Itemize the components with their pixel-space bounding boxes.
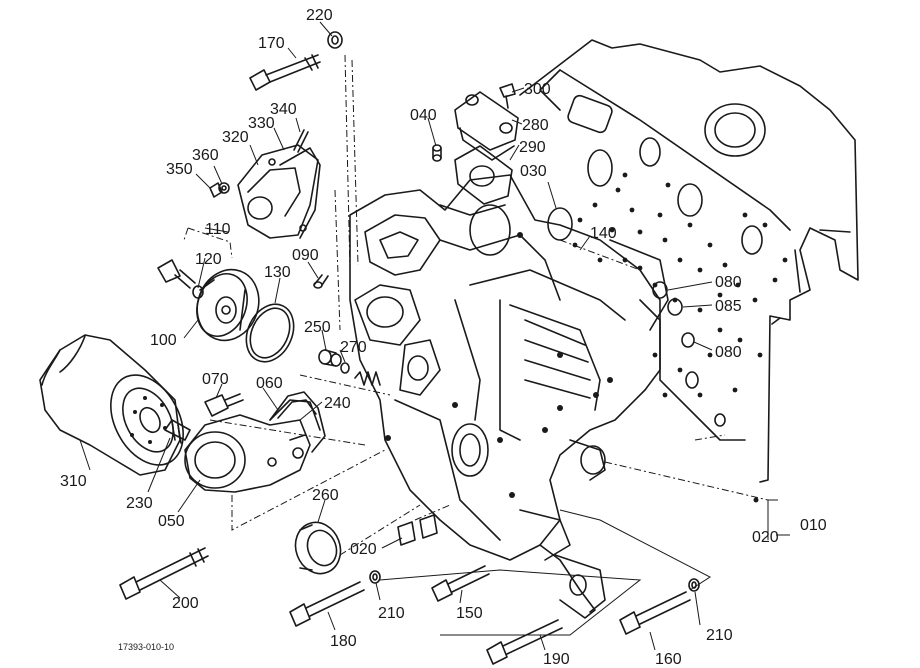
pulley-100 xyxy=(196,268,260,342)
water-flange-280 xyxy=(454,91,519,161)
label-150: 150 xyxy=(456,605,483,622)
label-260: 260 xyxy=(312,487,339,504)
oring-130 xyxy=(245,303,295,363)
label-200: 200 xyxy=(172,595,199,612)
label-090: 090 xyxy=(292,247,319,264)
label-020b: 020 xyxy=(752,529,779,546)
collar-250 xyxy=(318,349,342,367)
label-050: 050 xyxy=(158,513,185,530)
plug-270 xyxy=(340,362,350,374)
plugs-020 xyxy=(397,514,438,546)
crank-seal-boss xyxy=(451,423,489,477)
pin-040 xyxy=(432,144,442,162)
label-220: 220 xyxy=(306,7,333,24)
drawing-code: 17393-010-10 xyxy=(118,642,174,652)
gasket-290 xyxy=(454,145,513,205)
thermostat-housing xyxy=(237,144,319,239)
label-100: 100 xyxy=(150,332,177,349)
label-330: 330 xyxy=(248,115,275,132)
leader-lines xyxy=(79,21,790,651)
label-310: 310 xyxy=(60,473,87,490)
gasket-330 xyxy=(279,147,321,239)
label-120: 120 xyxy=(195,251,222,268)
label-290: 290 xyxy=(519,139,546,156)
label-080: 080 xyxy=(715,274,742,291)
bolt-150 xyxy=(431,565,490,602)
filter-nipple xyxy=(164,419,191,444)
label-360: 360 xyxy=(192,147,219,164)
oring-085 xyxy=(667,298,683,316)
label-340: 340 xyxy=(270,101,297,118)
label-010: 010 xyxy=(800,517,827,534)
bolt-170 xyxy=(249,54,321,91)
engine-block xyxy=(519,39,859,483)
label-040: 040 xyxy=(410,107,437,124)
bolt-180 xyxy=(289,581,365,627)
label-280: 280 xyxy=(522,117,549,134)
bolt-200 xyxy=(119,547,209,600)
label-060: 060 xyxy=(256,375,283,392)
label-240: 240 xyxy=(324,395,351,412)
label-080b: 080 xyxy=(715,344,742,361)
spring-240 xyxy=(354,371,381,386)
bore-opening xyxy=(704,103,766,157)
label-250: 250 xyxy=(304,319,331,336)
part-labels: 220 170 300 040 280 340 330 320 290 360 … xyxy=(60,7,827,668)
label-180: 180 xyxy=(330,633,357,650)
bolt-070 xyxy=(204,393,244,417)
block-bolt-holes xyxy=(572,172,788,398)
washer-210-right xyxy=(688,578,700,592)
label-210b: 210 xyxy=(706,627,733,644)
bolt-190 xyxy=(486,619,563,665)
label-300: 300 xyxy=(524,81,551,98)
label-030: 030 xyxy=(520,163,547,180)
label-085: 085 xyxy=(715,298,742,315)
pin-090 xyxy=(313,274,329,289)
label-160: 160 xyxy=(655,651,682,668)
bracket-gasket xyxy=(269,391,326,453)
label-020: 020 xyxy=(350,541,377,558)
label-190: 190 xyxy=(543,651,570,668)
gear-case xyxy=(349,174,661,619)
label-140: 140 xyxy=(590,225,617,242)
label-170: 170 xyxy=(258,35,285,52)
nut-350 xyxy=(209,182,223,198)
assembly-dot xyxy=(753,497,759,503)
oring-080-lower xyxy=(681,332,695,348)
stud-340 xyxy=(293,129,309,153)
filter-bracket xyxy=(184,399,321,493)
bolt-160 xyxy=(619,591,691,635)
label-130: 130 xyxy=(264,264,291,281)
assembly-axes xyxy=(183,54,769,636)
washer-210-left xyxy=(369,570,381,584)
oring-080-upper xyxy=(652,281,668,299)
label-320: 320 xyxy=(222,129,249,146)
label-350: 350 xyxy=(166,161,193,178)
bolt-300 xyxy=(499,83,516,109)
label-230: 230 xyxy=(126,495,153,512)
label-110: 110 xyxy=(205,221,231,238)
washer-220 xyxy=(327,31,343,49)
oil-filter xyxy=(39,334,184,476)
washer-360 xyxy=(218,182,230,194)
label-270: 270 xyxy=(340,339,367,356)
label-210: 210 xyxy=(378,605,405,622)
oil-seal-260 xyxy=(294,521,342,575)
label-070: 070 xyxy=(202,371,229,388)
